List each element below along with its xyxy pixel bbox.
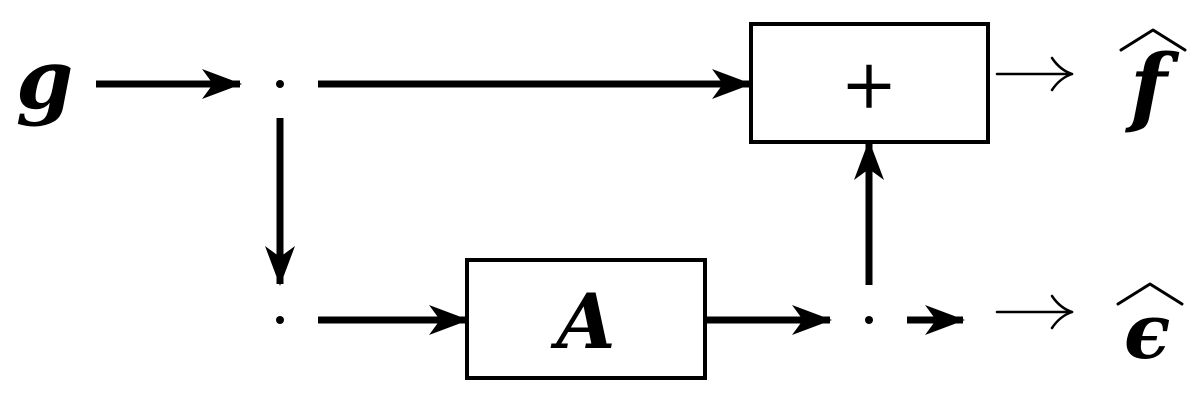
junction-point <box>865 316 873 324</box>
sum-block <box>749 22 990 144</box>
output-f-hat: f <box>1119 28 1187 137</box>
sum-plus-label: + <box>841 46 898 125</box>
output-epsilon-label: ϵ <box>1124 287 1170 376</box>
operator-block-a <box>465 258 707 380</box>
output-epsilon-hat: ϵ <box>1116 282 1184 376</box>
split-point-bottom <box>276 316 284 324</box>
output-arrow-bottom <box>995 294 1074 330</box>
hat-accent-epsilon <box>1116 282 1184 306</box>
operator-a-label: A <box>551 277 616 366</box>
split-point-top <box>276 80 284 88</box>
input-g-label: g <box>16 32 73 128</box>
output-f-label: f <box>1124 36 1180 137</box>
hat-accent-f <box>1119 28 1187 52</box>
output-arrow-top <box>995 56 1074 92</box>
